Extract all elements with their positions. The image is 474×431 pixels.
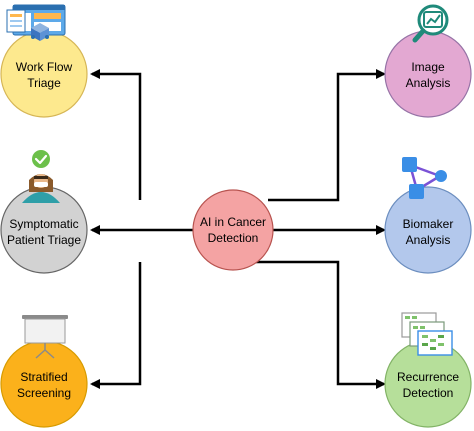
workflow-label-line1: Work Flow [16,60,73,74]
node-biomaker-analysis: Biomaker Analysis [384,157,472,274]
stratified-label-line1: Stratified [20,370,67,384]
recurrence-label-line1: Recurrence [397,370,459,384]
connector-recurrence [245,260,386,389]
stratified-circle [0,340,88,428]
image-circle [384,30,472,118]
doctor-checkmark-icon [22,150,60,203]
center-node: AI in Cancer Detection [192,189,274,271]
node-image-analysis: Image Analysis [384,4,472,118]
image-label-line2: Analysis [406,76,451,90]
stratified-label-line2: Screening [17,386,71,400]
network-nodes-icon [402,157,447,199]
biomaker-circle [384,186,472,274]
node-stratified-screening: Stratified Screening [0,315,88,428]
projector-screen-icon [22,315,68,359]
node-symptomatic-triage: Symptomatic Patient Triage [0,150,88,274]
symptomatic-label-line2: Patient Triage [7,233,81,247]
stacked-layers-icon [401,312,453,356]
workflow-label-line2: Triage [27,76,61,90]
center-label-line1: AI in Cancer [200,215,266,229]
connector-image [268,69,386,202]
node-recurrence-detection: Recurrence Detection [384,312,472,428]
biomaker-label-line1: Biomaker [403,217,454,231]
workflow-circle [0,30,88,118]
biomaker-label-line2: Analysis [406,233,451,247]
magnifier-chart-icon [412,4,449,43]
connectors [90,69,386,389]
center-label-line2: Detection [208,231,259,245]
node-workflow-triage: Work Flow Triage [0,4,88,118]
symptomatic-label-line1: Symptomatic [9,217,78,231]
connector-stratified [90,262,142,389]
center-circle [192,189,274,271]
recurrence-label-line2: Detection [403,386,454,400]
image-label-line1: Image [411,60,445,74]
connector-workflow [90,69,142,200]
workflow-dashboard-icon [6,4,66,41]
